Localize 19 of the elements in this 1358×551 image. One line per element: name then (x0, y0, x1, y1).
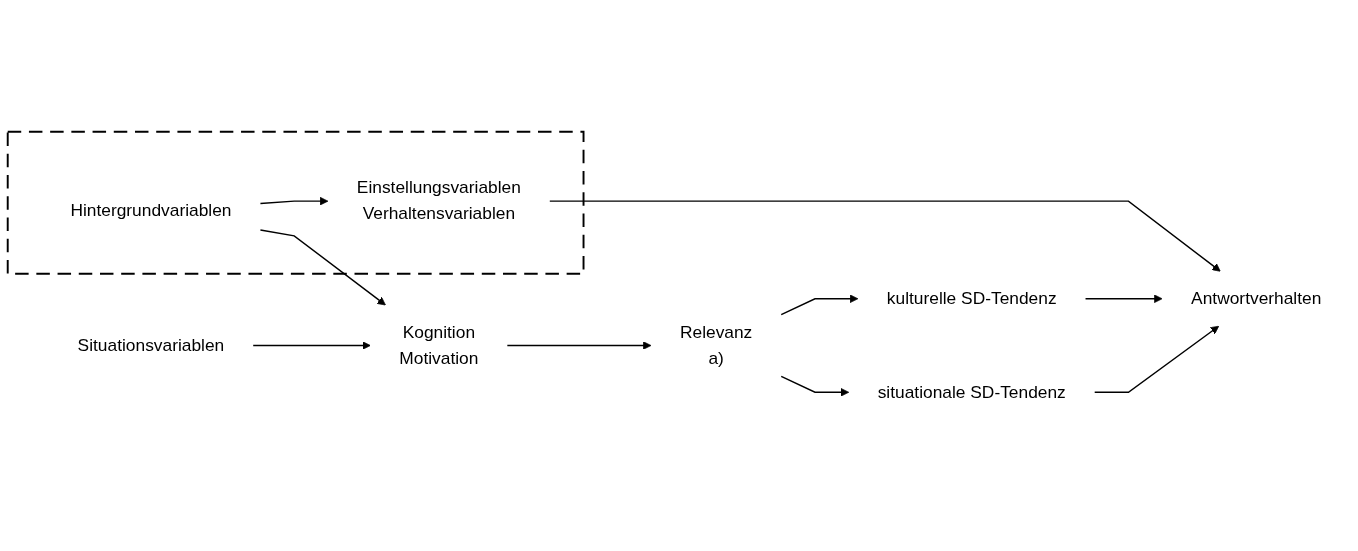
arrow (259, 228, 386, 306)
node-label: a) (708, 348, 724, 368)
arrow (259, 196, 329, 206)
node-text: Kognition Motivation (399, 322, 479, 368)
cluster (6, 130, 585, 275)
arrow (1093, 325, 1220, 393)
node-text: situationale SD-Tendenz (877, 381, 1066, 402)
arrow (549, 200, 1221, 272)
arrow (780, 294, 859, 316)
arrow (1084, 294, 1163, 303)
node-text: Einstellungsvariablen Verhaltensvariablen (356, 177, 521, 224)
arrow (252, 341, 371, 350)
node-text: Relevanz (679, 322, 753, 342)
node-text: Hintergrundvariablen (70, 200, 232, 220)
arrow (780, 375, 850, 397)
arrow (506, 341, 652, 350)
node-text: Situationsvariablen (77, 335, 225, 355)
node-text: kulturelle SD-Tendenz (886, 288, 1057, 308)
node-text: Antwortverhalten (1191, 288, 1322, 308)
